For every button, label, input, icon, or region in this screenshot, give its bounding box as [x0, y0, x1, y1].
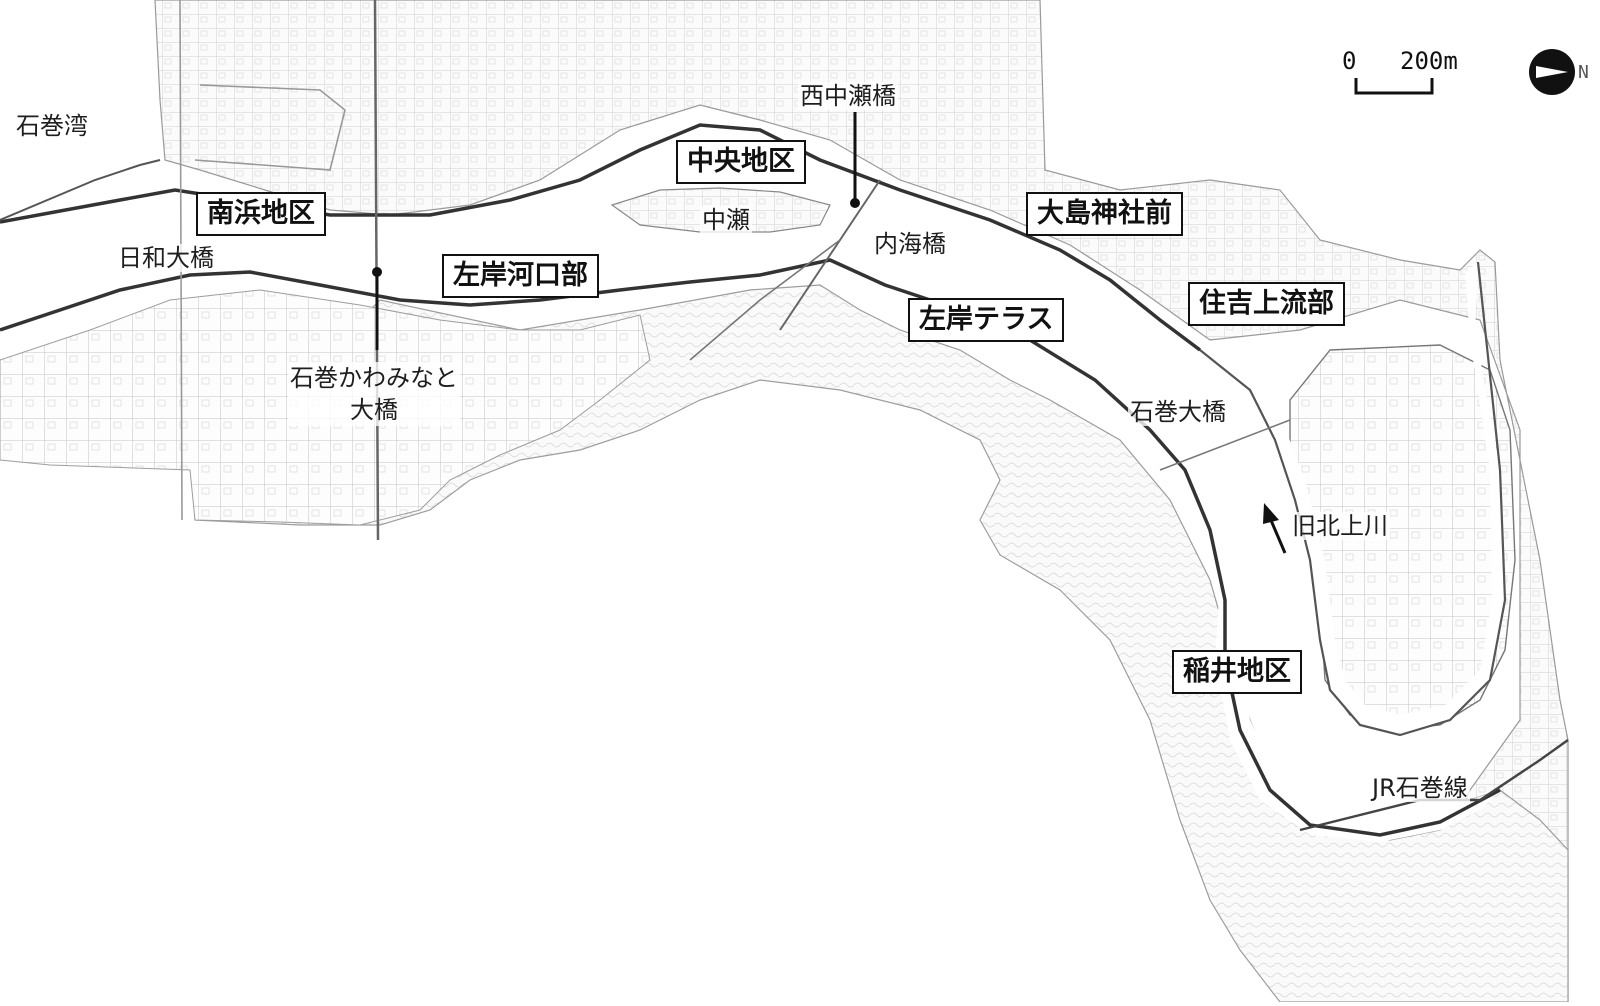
nishinakaze-dot	[850, 198, 860, 208]
hiyori-bridge-label: 日和大橋	[116, 244, 216, 272]
north-letter: N	[1578, 62, 1589, 83]
kawaminato-bridge-label: 石巻かわみなと 大橋	[288, 362, 460, 426]
kawaminato-dot	[372, 267, 382, 277]
nakaze-island-label: 中瀬	[700, 206, 752, 234]
district-sumiyoshi: 住吉上流部	[1188, 282, 1345, 326]
inner-bend-embankment	[1199, 261, 1507, 737]
rail-line	[1299, 739, 1569, 832]
north-arrow-pointer	[1536, 66, 1568, 78]
nishinakaze-bridge-label: 西中瀬橋	[798, 82, 898, 110]
bay-label: 石巻湾	[14, 112, 90, 140]
district-chuo: 中央地区	[676, 140, 806, 184]
river-label: 旧北上川	[1290, 512, 1390, 540]
flow-arrow-shaft	[1268, 517, 1287, 554]
kawaminato-line1: 石巻かわみなと	[290, 364, 458, 392]
ishinomaki-bridge-label: 石巻大橋	[1128, 398, 1228, 426]
kawaminato-line2: 大橋	[350, 396, 398, 424]
district-minamihama: 南浜地区	[196, 192, 326, 236]
diagonal-road	[689, 239, 841, 361]
scale-zero: 0	[1342, 47, 1357, 75]
scale-length: 200m	[1400, 47, 1458, 75]
district-sagan-kakou: 左岸河口部	[442, 254, 599, 298]
district-oshima: 大島神社前	[1026, 192, 1183, 236]
uchiumi-bridge-label: 内海橋	[872, 230, 948, 258]
north-bank-area	[154, 0, 1569, 1003]
district-sagan-terrace: 左岸テラス	[908, 298, 1065, 342]
rail-label: JR石巻線	[1370, 774, 1470, 802]
scale-bar-line	[1354, 78, 1434, 95]
flow-arrow-head	[1263, 503, 1279, 524]
south-embankment	[0, 258, 1501, 837]
ishinomaki-bridge-line	[1159, 419, 1291, 471]
district-inai: 稲井地区	[1172, 650, 1302, 694]
uchiumi-bridge-line	[779, 179, 881, 331]
south-upland-area	[189, 284, 1569, 1003]
hiyori-bridge-line	[0, 159, 161, 221]
